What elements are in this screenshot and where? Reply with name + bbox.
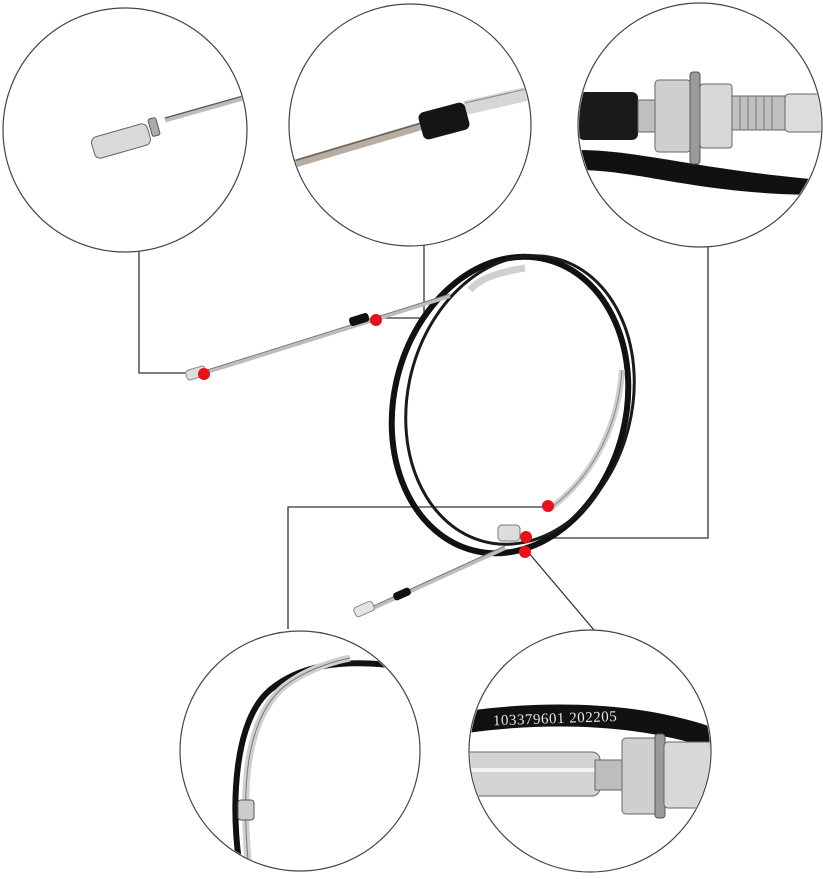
marker-rod-boot <box>370 314 382 326</box>
marker-cable-bend <box>542 500 554 512</box>
callout-rod-end-tip <box>2 7 248 253</box>
callout-cable-bend <box>179 630 421 872</box>
main-cable <box>185 253 636 618</box>
callout-rod-boot <box>288 3 532 247</box>
marker-rod-end <box>198 368 210 380</box>
marker-bulkhead <box>520 531 532 543</box>
callout-lines <box>138 245 709 631</box>
marker-cable-marking <box>519 546 531 558</box>
cable-marking-text: 103379601 202205 <box>493 709 618 729</box>
callout-bulkhead-fitting <box>577 2 823 248</box>
callout-cable-marking: 103379601 202205 <box>468 629 712 873</box>
callout-markers <box>198 314 554 558</box>
